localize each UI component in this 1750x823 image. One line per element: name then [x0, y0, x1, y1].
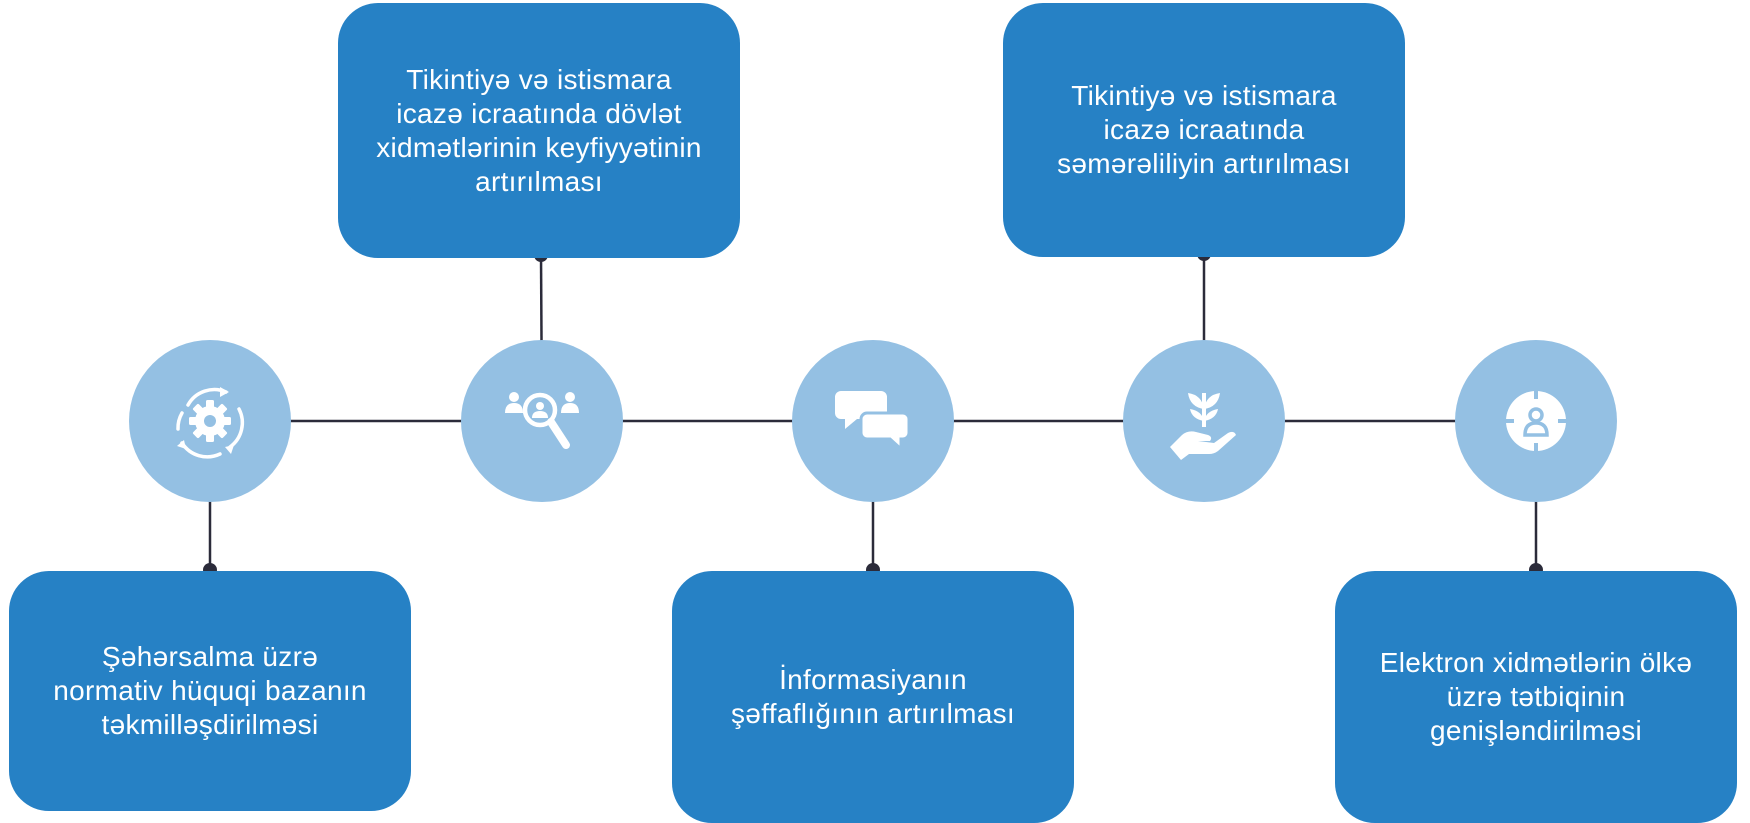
step-text-3: İnformasiyanın şəffaflığının artırılması: [731, 664, 1015, 729]
people-search-icon: [505, 392, 579, 449]
step-box-5: Elektron xidmətlərin ölkə üzrə tətbiqini…: [1335, 571, 1737, 823]
gear-cycle-icon: [176, 387, 245, 459]
step-circle-1: [129, 340, 291, 502]
step-circle-3: [792, 340, 954, 502]
target-person-icon: [1502, 387, 1570, 455]
step-text-4: Tikintiyə və istismara icazə icraatında …: [1057, 80, 1351, 179]
step-circle-5: [1455, 340, 1617, 502]
chat-bubbles-icon: [835, 391, 911, 453]
step-box-3: İnformasiyanın şəffaflığının artırılması: [672, 571, 1074, 823]
step-box-4: Tikintiyə və istismara icazə icraatında …: [1003, 3, 1405, 257]
step-box-2: Tikintiyə və istismara icazə icraatında …: [338, 3, 740, 258]
step-text-1: Şəhərsalma üzrə normativ hüquqi bazanın …: [53, 641, 367, 740]
step-text-5: Elektron xidmətlərin ölkə üzrə tətbiqini…: [1379, 647, 1693, 746]
plant-hand-icon: [1170, 393, 1236, 460]
step-circle-2: [461, 340, 623, 502]
step-box-1: Şəhərsalma üzrə normativ hüquqi bazanın …: [9, 571, 411, 811]
step-text-2: Tikintiyə və istismara icazə icraatında …: [376, 63, 702, 197]
step-circle-4: [1123, 340, 1285, 502]
